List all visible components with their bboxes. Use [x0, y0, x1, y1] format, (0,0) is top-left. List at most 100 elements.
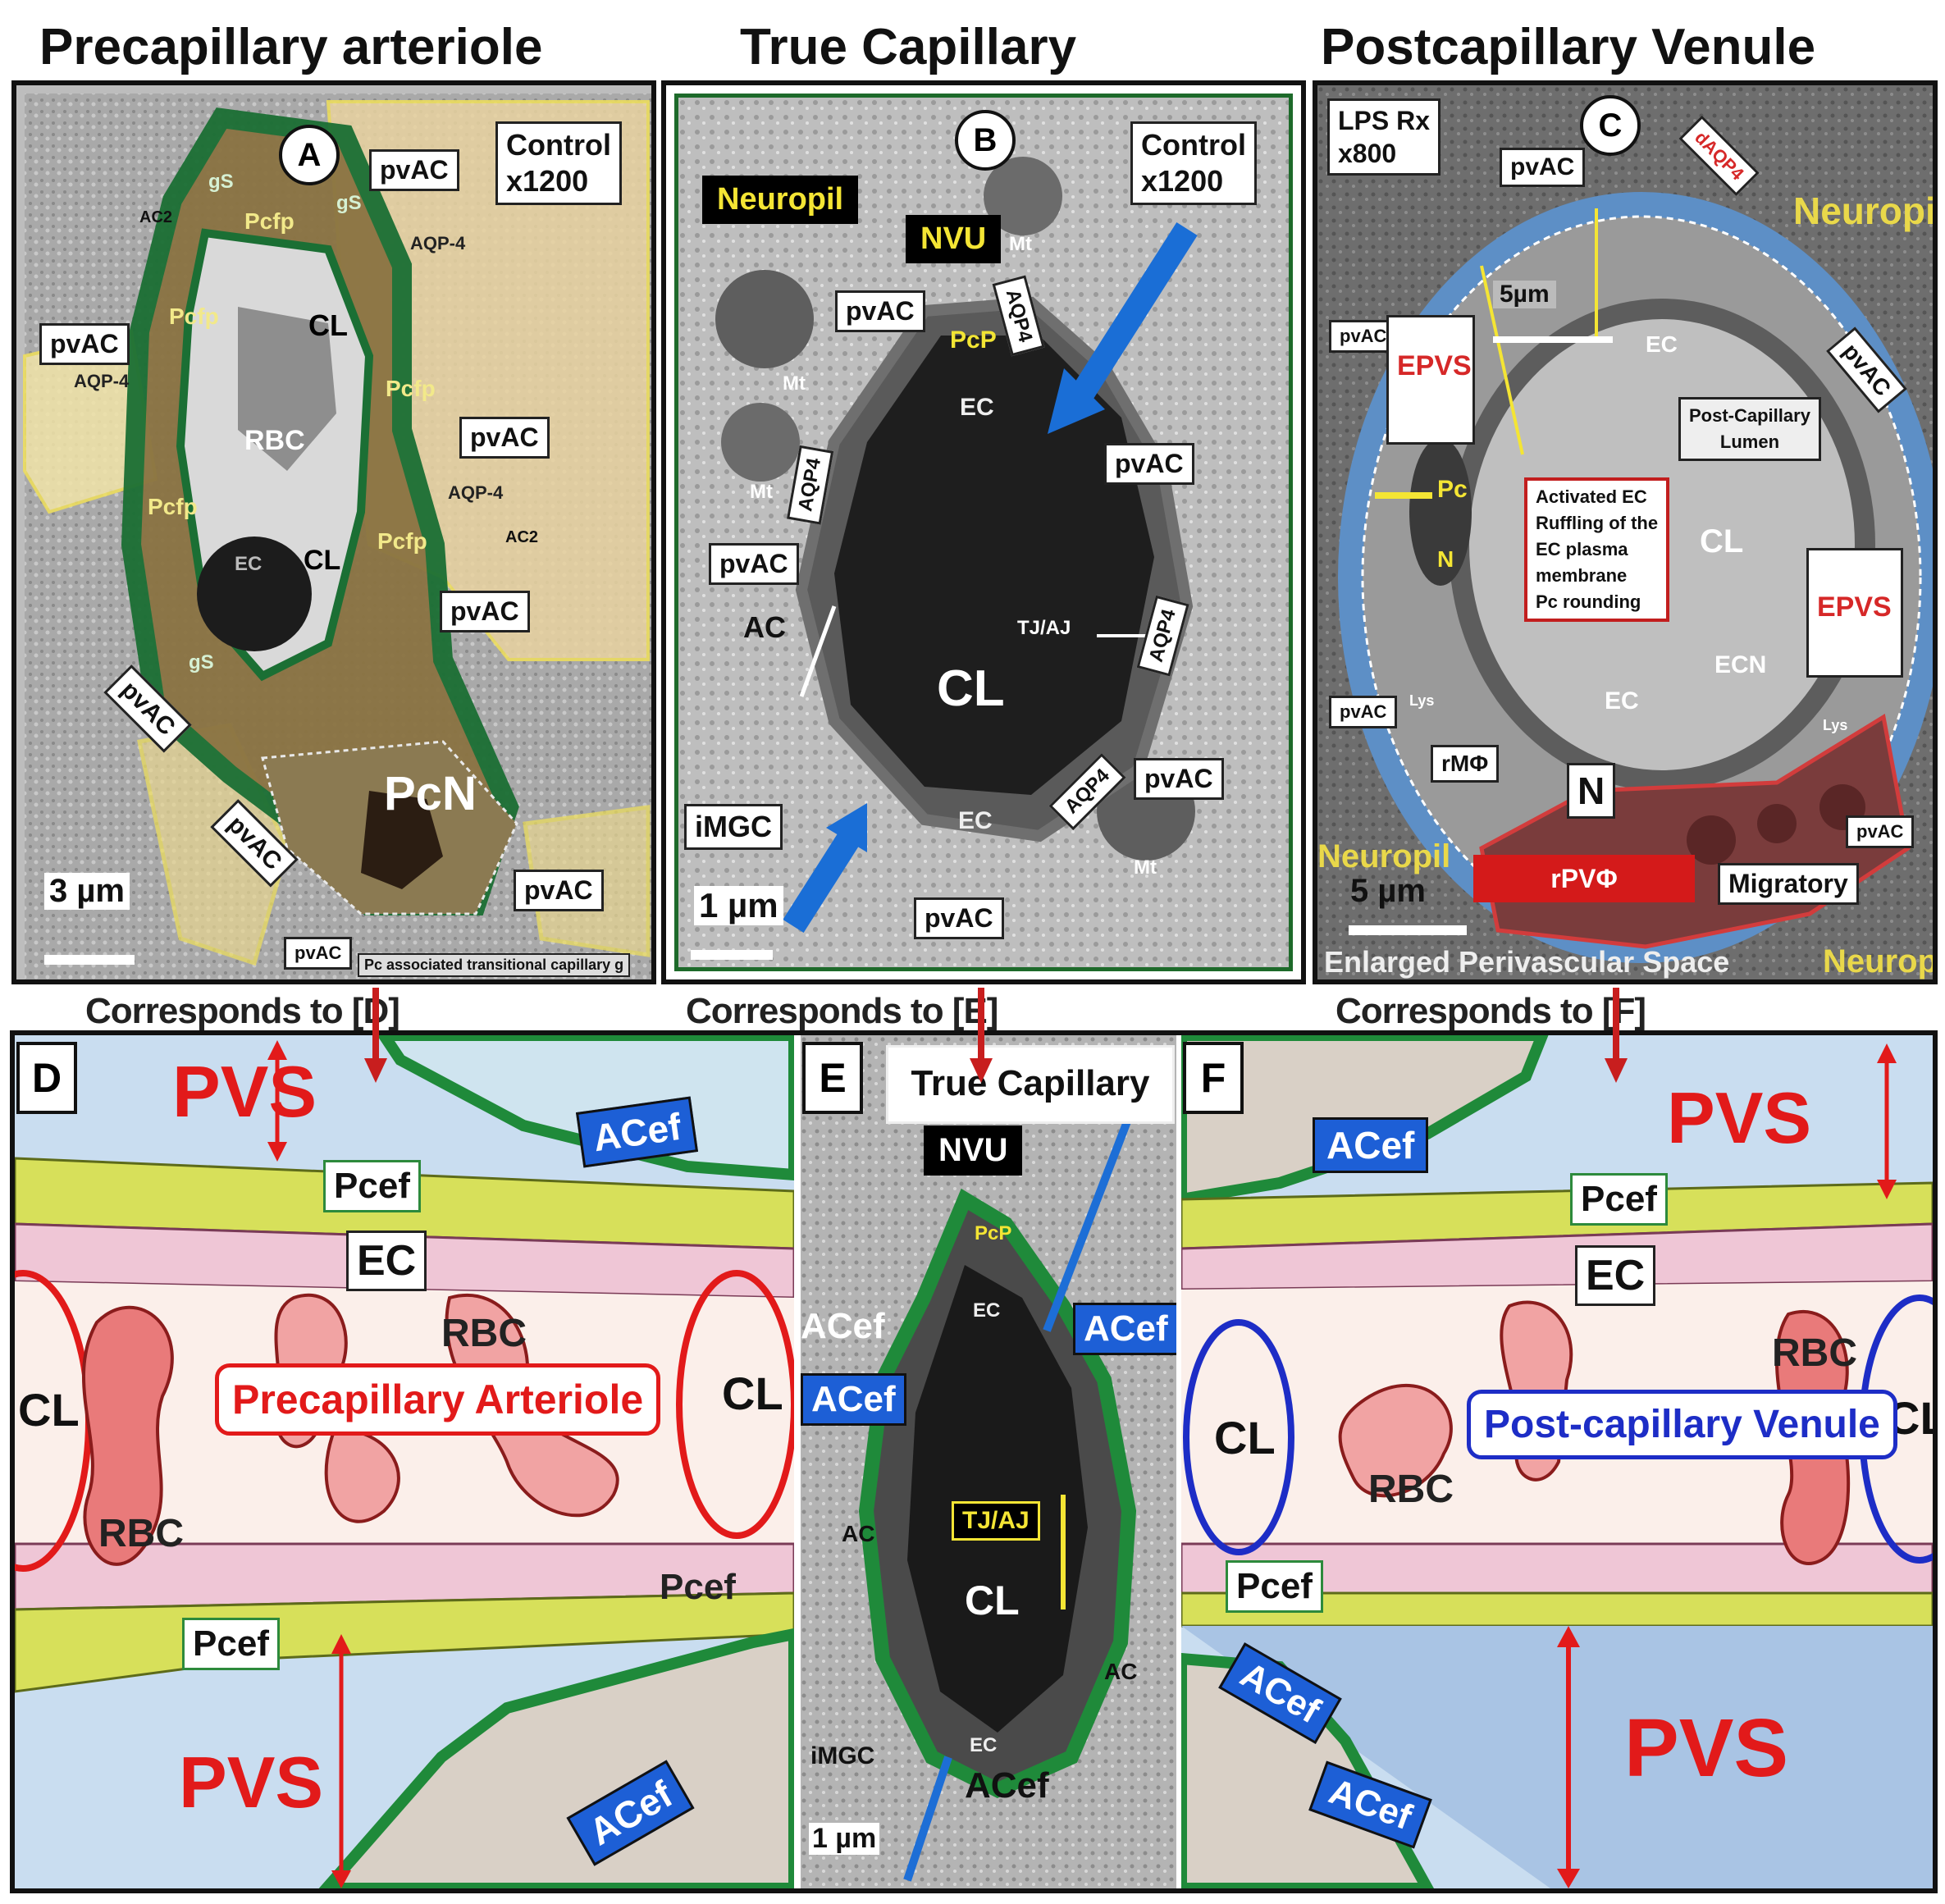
ec-label: EC	[970, 1734, 998, 1756]
title-precapillary: Precapillary arteriole	[39, 19, 543, 75]
acef-label: ACef	[801, 1373, 906, 1426]
epvs-caption: Enlarged Perivascular Space	[1324, 945, 1730, 979]
gs-label: gS	[189, 651, 214, 673]
n-label: N	[1437, 546, 1454, 572]
ec-label: EC	[1646, 331, 1678, 357]
scale-bar-label: 1 µm	[694, 886, 783, 925]
pvac-label: pvAC	[1104, 443, 1194, 485]
lys-label: Lys	[1409, 692, 1435, 709]
pcp-label: PcP	[975, 1222, 1012, 1244]
neuropil-label: Neuropil	[702, 176, 859, 224]
cl-label: CL	[937, 660, 1005, 717]
neuropil-label: Neuropil	[1823, 943, 1938, 979]
panel-a-footer: Pc associated transitional capillary g	[358, 953, 631, 977]
cl-label: CL	[1700, 523, 1744, 559]
panel-f-illustration	[1181, 1035, 1933, 1888]
pvs-label: PVS	[179, 1742, 324, 1823]
rpvphi-label: rPVΦ	[1473, 855, 1695, 902]
pvac-label: pvAC	[1846, 815, 1915, 848]
scale-bar-label: 3 µm	[44, 873, 130, 910]
aqp4-label: AQP-4	[74, 371, 130, 391]
acef-label: ACef	[1313, 1117, 1429, 1173]
rbc-label: RBC	[441, 1312, 527, 1355]
mt-label: Mt	[1009, 233, 1032, 255]
pvac-label: pvAC	[1329, 320, 1398, 353]
pcfp-label: Pcfp	[377, 528, 427, 554]
ac-label: AC	[1104, 1659, 1138, 1684]
pvs-label: PVS	[172, 1051, 317, 1132]
rbc-label: RBC	[1772, 1331, 1857, 1375]
pvac-label: pvAC	[709, 543, 799, 585]
ec-label: EC	[1605, 687, 1639, 715]
tj-aj-label: TJ/AJ	[1017, 617, 1071, 639]
pvac-label: pvAC	[514, 870, 604, 911]
pcef-label: Pcef	[1226, 1560, 1323, 1613]
cl-label: CL	[1214, 1412, 1276, 1463]
panel-d-letter: D	[16, 1042, 77, 1114]
mt-label: Mt	[1134, 856, 1157, 879]
ac-label: AC	[743, 610, 786, 644]
true-capillary-title: True Capillary	[886, 1045, 1175, 1124]
neuropil-label: Neuropil	[1793, 189, 1938, 232]
rbc-label: RBC	[98, 1512, 184, 1555]
imgc-label: iMGC	[810, 1742, 875, 1769]
pvac-label: pvAC	[1329, 696, 1398, 728]
pcef-label: Pcef	[1570, 1173, 1668, 1226]
rbc-label: RBC	[1368, 1468, 1454, 1511]
lys-label: Lys	[1823, 717, 1848, 733]
pcef-label: Pcef	[323, 1160, 421, 1212]
title-true-capillary: True Capillary	[740, 19, 1077, 75]
epvs-label: EPVS	[1386, 315, 1475, 445]
pcef-label: Pcef	[182, 1618, 280, 1670]
imgc-label: iMGC	[684, 804, 783, 850]
panel-e: E True Capillary NVU ACef ACef ACef CL E…	[801, 1035, 1176, 1888]
panel-d: D PVS PVS Pcef Pcef Pcef EC CL CL RBC RB…	[15, 1035, 794, 1888]
acef-label: ACef	[965, 1765, 1049, 1806]
pcn-label: PcN	[384, 767, 477, 820]
cl-label: CL	[304, 545, 341, 576]
neuropil-label: Neuropil	[1317, 838, 1451, 874]
pcfp-label: Pcfp	[244, 208, 294, 234]
panel-a-micrograph	[23, 94, 651, 979]
scale-bar-label: 1 µm	[809, 1823, 880, 1855]
pvac-label: pvAC	[835, 290, 925, 332]
panel-f: F PVS PVS Pcef Pcef EC CL CL RBC RBC Pos…	[1181, 1035, 1933, 1888]
ac2-label: AC2	[139, 208, 173, 226]
gs-label: gS	[336, 192, 362, 214]
pcfp-label: Pcfp	[386, 376, 436, 401]
ac-label: AC	[842, 1521, 875, 1546]
ec-label: EC	[1575, 1245, 1656, 1306]
aqp4-label: AQP-4	[448, 482, 504, 503]
pvac-label: pvAC	[459, 417, 550, 459]
ec-label: EC	[960, 394, 994, 421]
ec-label: EC	[235, 553, 263, 575]
scale-bar	[1493, 336, 1613, 343]
corresponds-d: Corresponds to [D]	[85, 991, 400, 1031]
panel-c-letter: C	[1580, 95, 1641, 156]
panel-e-micrograph	[801, 1035, 1176, 1888]
rbc-label: RBC	[244, 425, 305, 456]
pc-label: Pc	[1437, 476, 1468, 503]
title-postcapillary: Postcapillary Venule	[1321, 19, 1816, 75]
migratory-label: Migratory	[1718, 863, 1859, 905]
rmphi-label: rMΦ	[1431, 745, 1500, 783]
cl-label: CL	[722, 1368, 783, 1419]
pvac-label: pvAC	[1134, 758, 1224, 800]
precapillary-title-box: Precapillary Arteriole	[215, 1363, 661, 1436]
ec-label: EC	[973, 1299, 1001, 1322]
acef-label: ACef	[801, 1306, 885, 1346]
scale-bar	[1349, 925, 1467, 935]
pvac-label: pvAC	[1500, 148, 1586, 187]
pvac-label: pvAC	[914, 897, 1004, 939]
nvu-label: NVU	[924, 1126, 1023, 1176]
nvu-label: NVU	[906, 215, 1002, 263]
ecn-label: ECN	[1714, 651, 1767, 678]
postcapillary-title-box: Post-capillary Venule	[1467, 1390, 1897, 1459]
cl-label: CL	[18, 1384, 80, 1436]
